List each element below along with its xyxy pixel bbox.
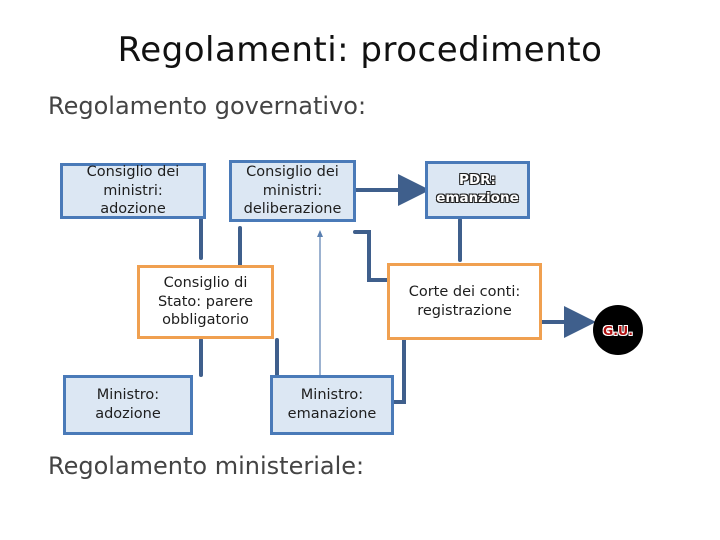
node-cdm-deliberazione: Consiglio dei ministri: deliberazione	[229, 160, 356, 222]
page-title: Regolamenti: procedimento	[117, 30, 603, 70]
connector-thin-arrowhead	[317, 230, 323, 237]
subtitle-regolamento-ministeriale: Regolamento ministeriale:	[48, 452, 365, 480]
node-cdm-adozione: Consiglio dei ministri: adozione	[60, 163, 206, 219]
connector-deliberazione-to-corte	[353, 230, 389, 282]
node-pdr-emanazione: PDR: emanzione	[425, 161, 530, 219]
node-gu: G.U.	[593, 305, 643, 355]
node-ministro-emanazione: Ministro: emanazione	[270, 375, 394, 435]
node-ministro-adozione: Ministro: adozione	[63, 375, 193, 435]
node-cds-parere: Consiglio di Stato: parere obbligatorio	[137, 265, 274, 339]
node-corte-conti: Corte dei conti: registrazione	[387, 263, 542, 340]
subtitle-regolamento-governativo: Regolamento governativo:	[48, 92, 367, 120]
connector-ministro-emanazione-to-corte	[392, 338, 406, 404]
